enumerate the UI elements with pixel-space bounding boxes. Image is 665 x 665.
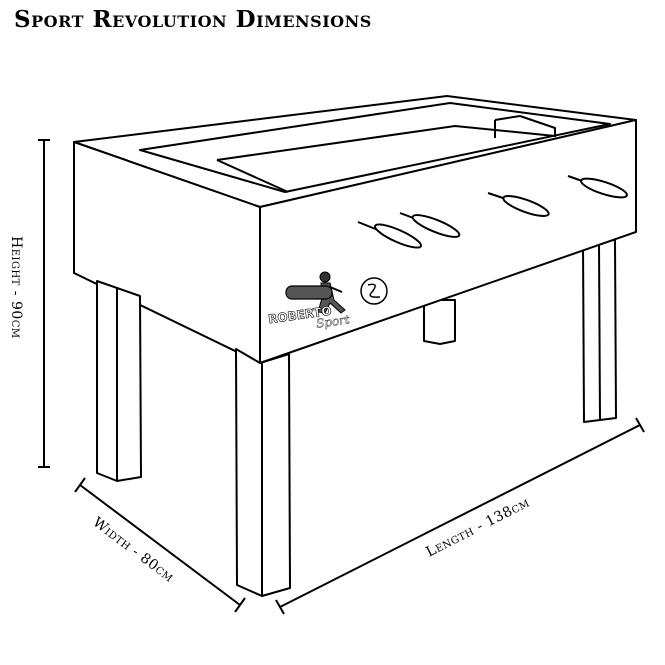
rod-1: [357, 221, 422, 249]
height-label: Height - 90cm: [8, 236, 24, 339]
length-dimension: Length - 138cm: [275, 417, 645, 615]
roberto-sport-logo-icon: ROBERTO Sport: [267, 271, 388, 331]
leg-front-right: [235, 348, 291, 597]
logo-sub-text: Sport: [315, 312, 350, 331]
rod-2: [399, 212, 461, 238]
width-dimension: Width - 80cm: [74, 477, 246, 613]
rod-3: [487, 192, 550, 217]
rod-4: [567, 175, 628, 199]
se-badge-icon: [360, 277, 388, 305]
height-dimension: Height - 90cm: [8, 139, 50, 468]
page-title: Sport Revolution Dimensions: [14, 6, 372, 33]
table-top: [73, 95, 637, 208]
leg-front-left: [96, 280, 142, 482]
leg-back-right: [582, 239, 617, 423]
table-side-front: [259, 119, 637, 364]
length-label: Length - 138cm: [424, 495, 533, 561]
leg-back-middle: [423, 299, 456, 345]
